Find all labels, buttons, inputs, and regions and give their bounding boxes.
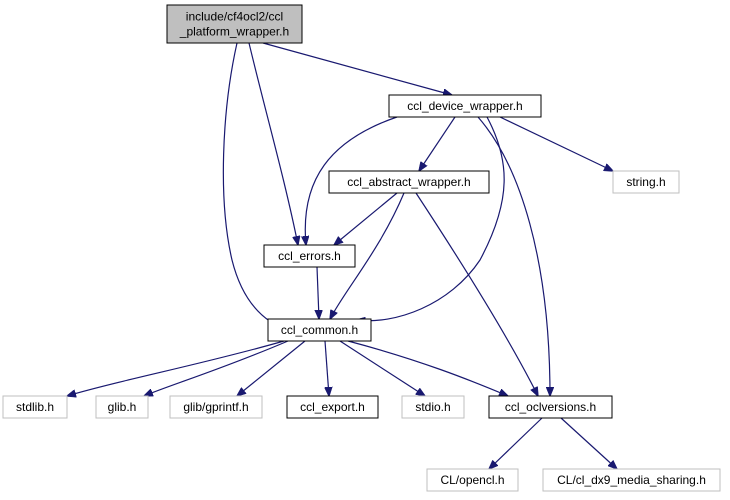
node-root[interactable]: include/cf4ocl2/ccl_platform_wrapper.h <box>166 4 303 44</box>
node-box <box>426 468 519 492</box>
edges-layer <box>67 42 617 469</box>
edge-errors-to-common <box>317 266 319 319</box>
node-string: string.h <box>612 170 680 194</box>
node-stdio: stdio.h <box>401 395 465 419</box>
node-abstract[interactable]: ccl_abstract_wrapper.h <box>328 170 490 194</box>
node-glib: glib.h <box>95 395 149 419</box>
node-label: ccl_errors.h <box>278 249 341 263</box>
edge-root-to-common <box>222 42 290 331</box>
node-box <box>542 468 721 492</box>
node-label: glib.h <box>108 400 137 414</box>
edge-abstract-to-oclversions <box>415 192 538 396</box>
edge-common-to-stdio <box>339 340 425 396</box>
node-device[interactable]: ccl_device_wrapper.h <box>388 94 542 118</box>
node-stdlib: stdlib.h <box>2 395 68 419</box>
node-label: stdlib.h <box>16 400 54 414</box>
edge-root-to-device <box>262 42 452 95</box>
edge-common-to-glib <box>144 340 289 396</box>
node-box[interactable] <box>328 170 490 194</box>
node-box <box>95 395 149 419</box>
edge-oclversions-to-opencl <box>489 417 543 469</box>
edge-device-to-common <box>356 116 505 321</box>
node-errors[interactable]: ccl_errors.h <box>263 244 356 268</box>
node-box <box>2 395 68 419</box>
edge-oclversions-to-dx9 <box>560 417 617 469</box>
node-label: include/cf4ocl2/ccl <box>186 10 283 24</box>
edge-device-to-string <box>499 116 613 171</box>
node-export[interactable]: ccl_export.h <box>286 395 379 419</box>
node-label: string.h <box>626 175 665 189</box>
edge-common-to-gprintf <box>237 340 306 396</box>
edge-root-to-errors <box>248 42 298 245</box>
node-label: ccl_export.h <box>300 400 365 414</box>
node-label: ccl_device_wrapper.h <box>407 99 522 113</box>
node-dx9: CL/cl_dx9_media_sharing.h <box>542 468 721 492</box>
edge-device-to-errors <box>305 116 398 245</box>
node-label: CL/opencl.h <box>440 473 504 487</box>
edge-common-to-export <box>325 340 329 396</box>
node-box[interactable] <box>388 94 542 118</box>
node-box <box>612 170 680 194</box>
node-label: ccl_common.h <box>281 323 358 337</box>
node-label: CL/cl_dx9_media_sharing.h <box>557 473 706 487</box>
node-common[interactable]: ccl_common.h <box>267 318 372 342</box>
nodes-layer: include/cf4ocl2/ccl_platform_wrapper.hcc… <box>2 4 721 492</box>
node-label: glib/gprintf.h <box>183 400 248 414</box>
edge-common-to-oclversions <box>347 340 508 396</box>
node-box[interactable] <box>488 395 613 419</box>
node-box[interactable] <box>267 318 372 342</box>
edge-abstract-to-errors <box>334 192 398 245</box>
node-gprintf: glib/gprintf.h <box>169 395 263 419</box>
node-box <box>401 395 465 419</box>
edge-abstract-to-common <box>330 192 405 319</box>
edge-device-to-abstract <box>419 116 456 171</box>
node-box <box>169 395 263 419</box>
node-label: _platform_wrapper.h <box>179 25 289 39</box>
node-label: ccl_oclversions.h <box>505 400 596 414</box>
node-opencl: CL/opencl.h <box>426 468 519 492</box>
node-box[interactable] <box>263 244 356 268</box>
node-label: stdio.h <box>415 400 450 414</box>
node-label: ccl_abstract_wrapper.h <box>347 175 470 189</box>
node-oclversions[interactable]: ccl_oclversions.h <box>488 395 613 419</box>
node-box[interactable] <box>166 4 303 44</box>
edge-device-to-oclversions <box>477 116 550 396</box>
node-box[interactable] <box>286 395 379 419</box>
edge-common-to-stdlib <box>67 340 285 396</box>
